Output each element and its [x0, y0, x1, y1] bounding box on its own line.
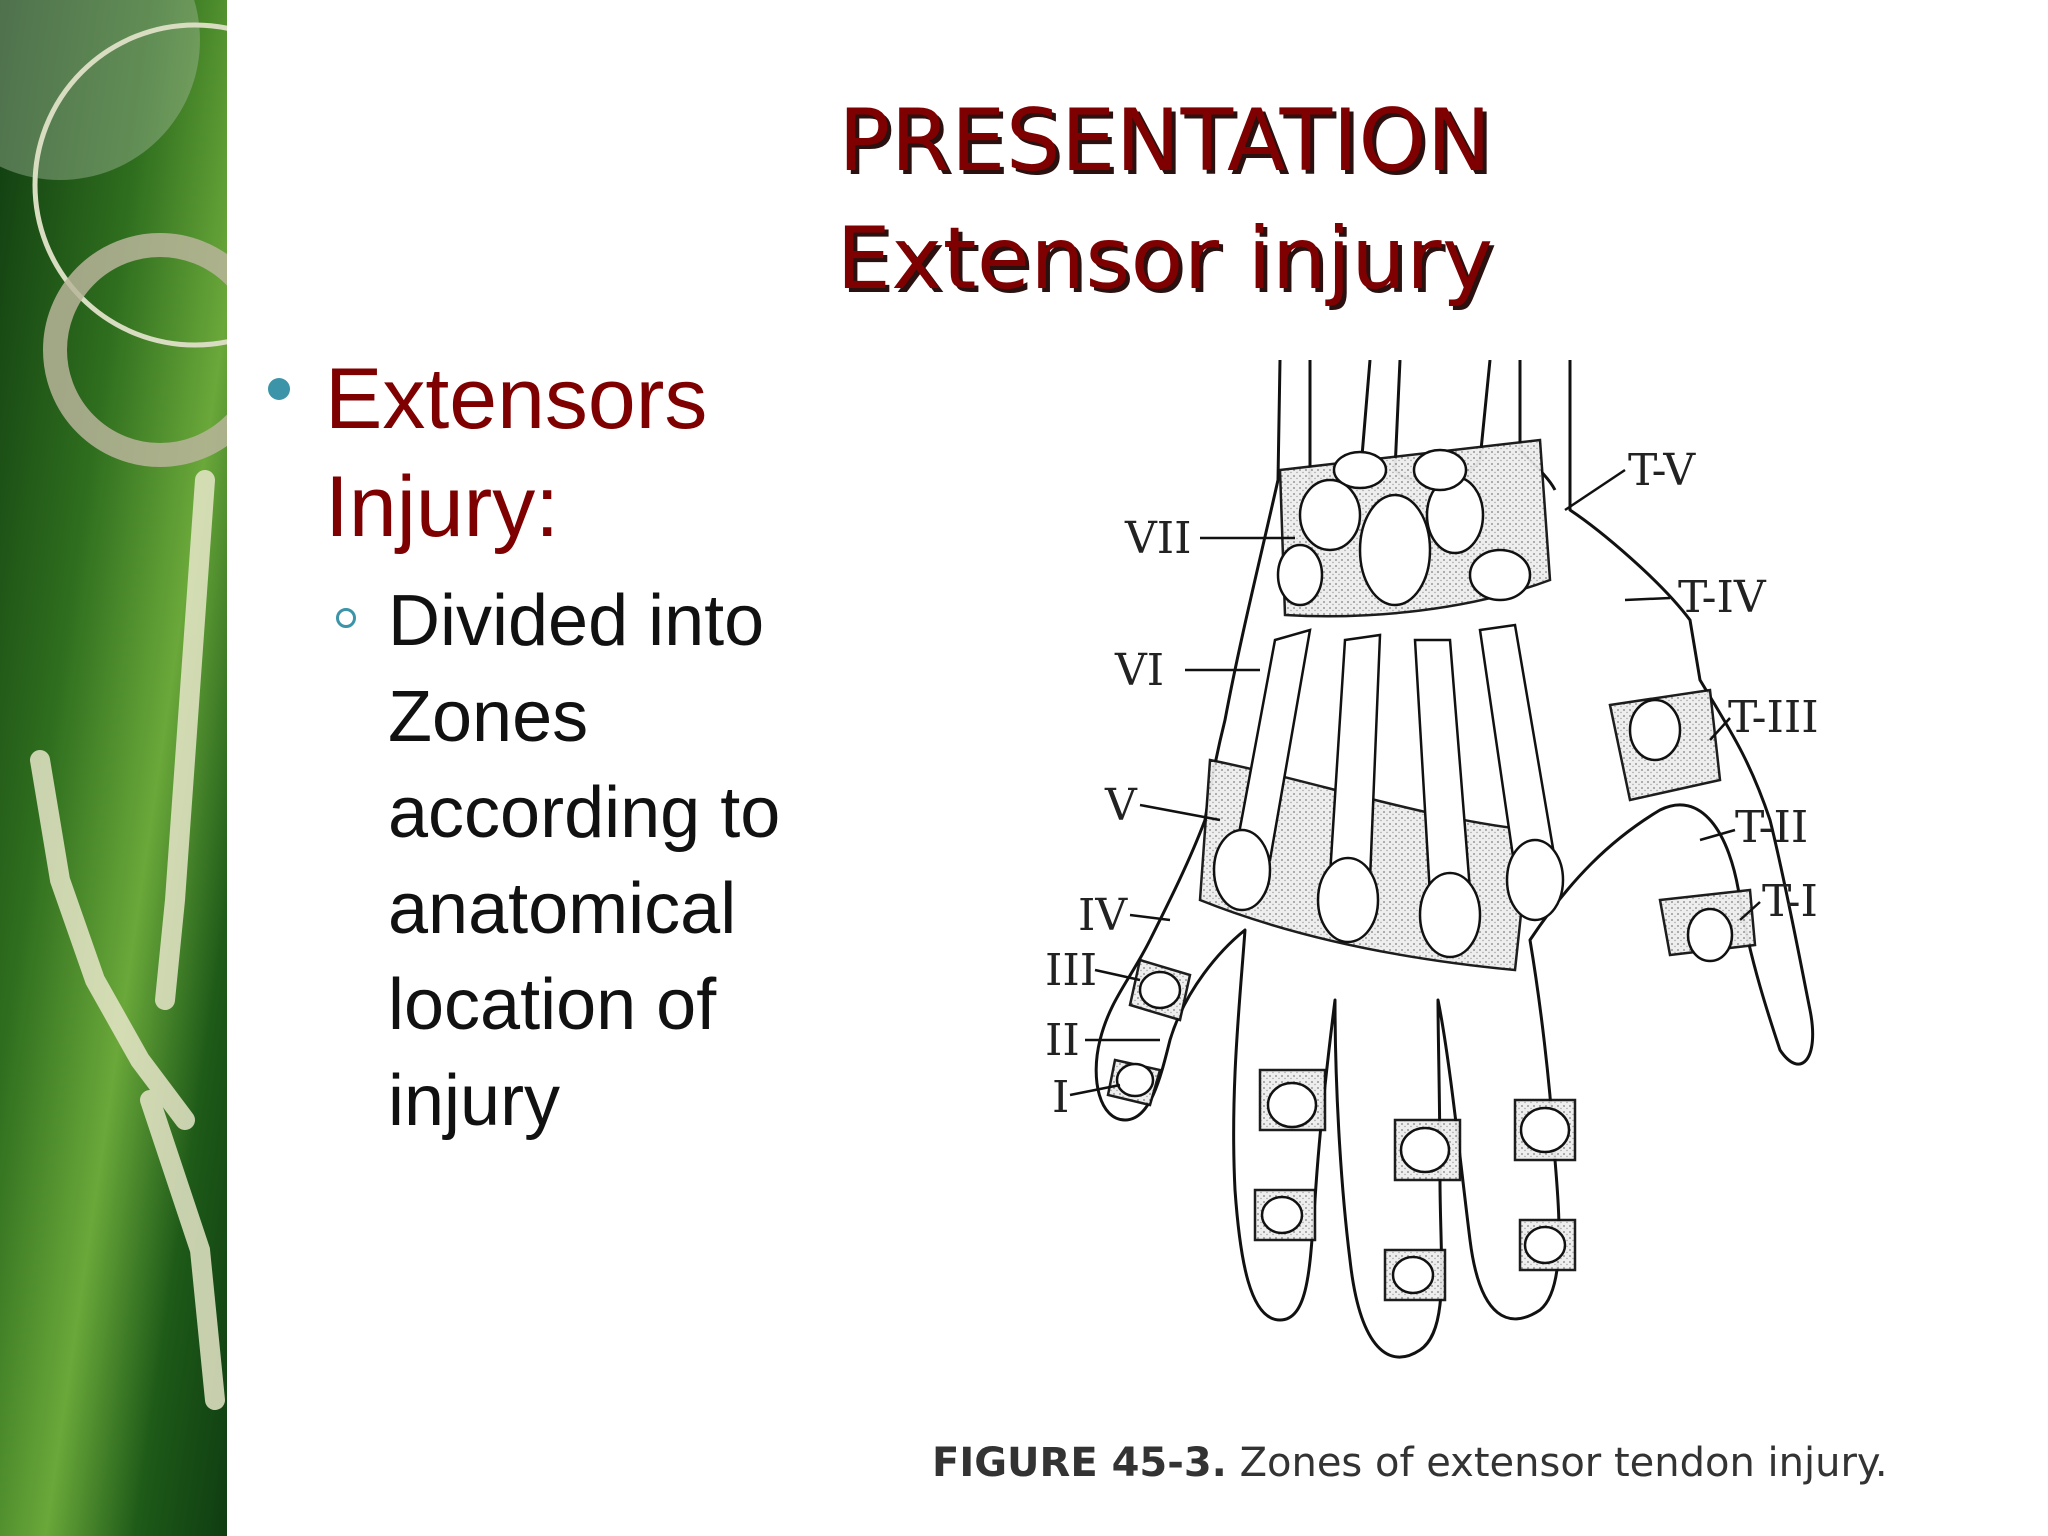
- thumb-zone-label: T-IV: [1678, 572, 1767, 623]
- zone-label: III: [1045, 945, 1097, 996]
- thumb-zone-label: T-II: [1735, 802, 1808, 853]
- zone-label: VII: [1124, 513, 1192, 564]
- zone-label: IV: [1078, 890, 1128, 941]
- zone-label: II: [1045, 1015, 1080, 1066]
- bullet-text-level2: Divided into Zones according to anatomic…: [388, 581, 781, 1141]
- slide-title-line1: PRESENTATION: [838, 91, 1492, 191]
- thumb-zone-label: T-III: [1728, 692, 1819, 743]
- bullet-dot-icon: [268, 378, 290, 400]
- zone-label: V: [1104, 780, 1138, 831]
- decorative-side-band: [0, 0, 227, 1536]
- slide-title-line2: Extensor injury: [836, 209, 1494, 309]
- zone-label: I: [1052, 1072, 1069, 1123]
- thumb-zone-label: T-V: [1628, 445, 1696, 496]
- hand-zones-diagram: VII VI V IV III II I T-V T-IV T-III T-II…: [1045, 360, 1819, 1359]
- sub-bullet-ring-icon: [336, 608, 356, 628]
- thumb-zone-label: T-I: [1762, 876, 1818, 927]
- figure-caption-label: FIGURE 45-3.: [932, 1440, 1227, 1486]
- figure-caption: FIGURE 45-3. Zones of extensor tendon in…: [932, 1440, 1952, 1486]
- hand-outline: [1094, 360, 1815, 1359]
- figure-caption-text: Zones of extensor tendon injury.: [1239, 1440, 1888, 1486]
- zone-label: VI: [1114, 645, 1164, 696]
- bullet-text-level1: Extensors Injury:: [325, 351, 708, 555]
